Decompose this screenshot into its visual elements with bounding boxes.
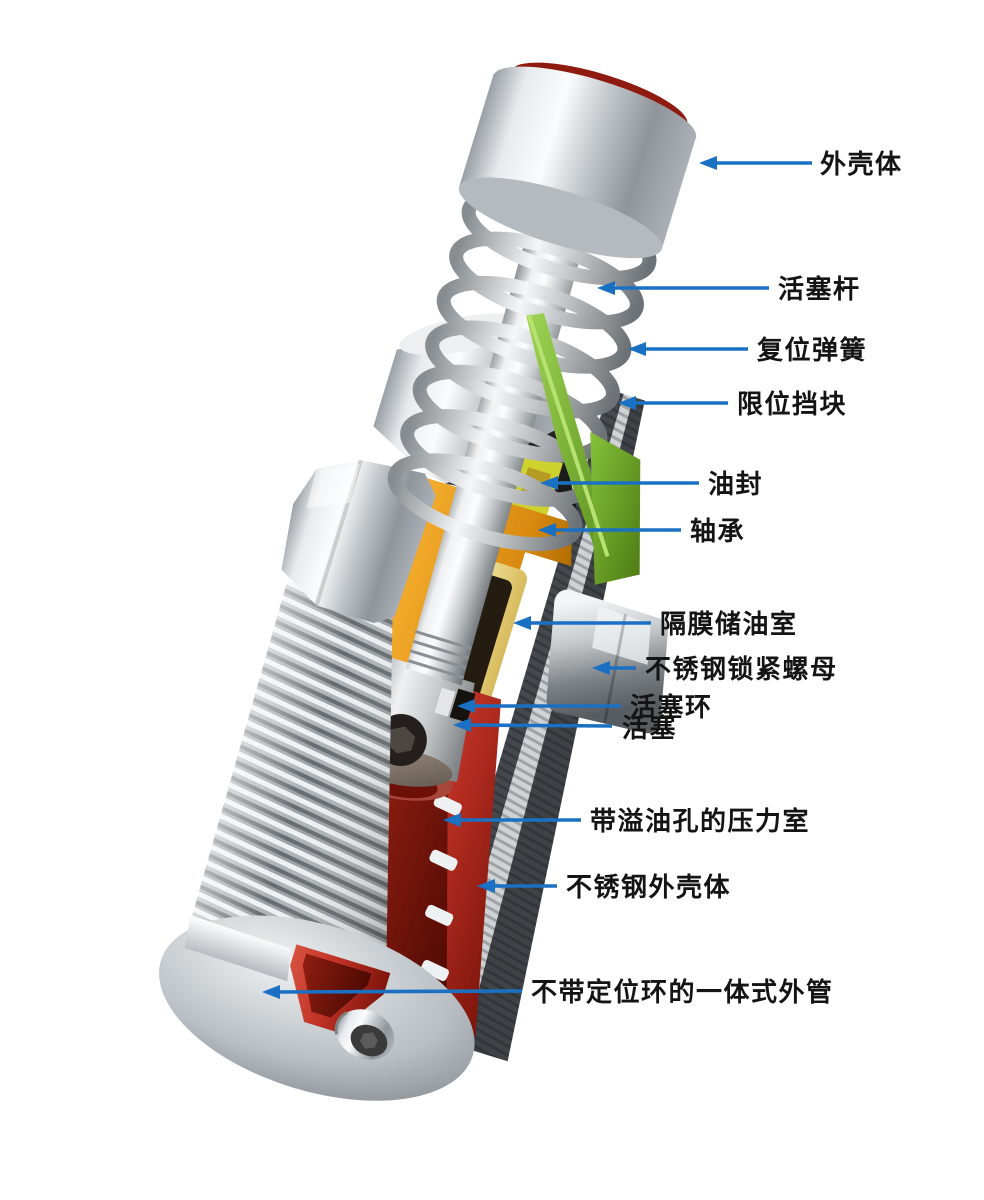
rod-thread-lines [407,630,472,680]
leader-arrows [262,156,812,999]
coarse-threads-shading [188,580,393,988]
cap-top-rim [492,66,697,148]
leader-arrow-piston-ring [457,699,621,713]
shock-absorber-illustration [159,62,697,1101]
piston-ring-land [434,687,456,717]
leader-arrow-outer-housing [699,156,812,170]
leader-arrow-stainless-outer-housing [477,879,557,893]
leader-arrow-piston [453,718,613,732]
piston-hex [386,726,416,754]
leader-arrow-piston-rod [597,281,769,295]
limit-stop-highlight [526,314,610,558]
lock-nut-highlight [592,605,651,665]
leader-arrow-return-spring [628,342,748,356]
hex-collar-highlight [306,463,360,509]
bottom-cap-band [184,915,291,982]
hex-collar [281,459,436,623]
drain-plug [334,1009,395,1060]
limit-stop-part [526,313,641,585]
top-cap [458,62,697,259]
leader-arrow-one-piece-outer-tube [262,985,523,999]
leader-arrow-diaphragm-oil-chamber [513,616,651,630]
overflow-holes [420,794,462,981]
leader-arrow-limit-stop [618,396,728,410]
threaded-outer-body [188,580,393,988]
leader-arrow-bearing [538,523,681,537]
leader-arrow-pressure-chamber [443,813,581,827]
bottom-red-interior [302,953,372,1018]
leader-arrow-oil-seal [540,476,699,490]
bottom-cap [159,915,475,1101]
leader-arrow-stainless-lock-nut [592,661,636,675]
cap-bottom-rim [458,177,663,259]
plug-hex [360,1032,378,1049]
plug-threads [334,1011,348,1035]
cap-side [459,74,697,249]
